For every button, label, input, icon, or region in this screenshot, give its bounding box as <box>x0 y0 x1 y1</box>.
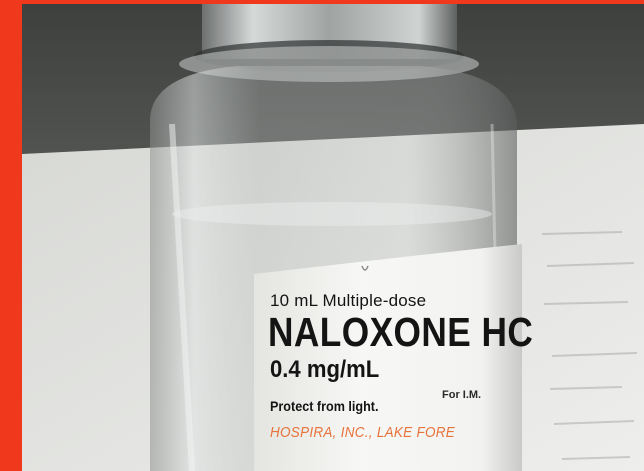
vial-scene <box>22 4 644 471</box>
photo: 10 mL Multiple-dose NALOXONE HC 0.4 mg/m… <box>22 4 644 471</box>
